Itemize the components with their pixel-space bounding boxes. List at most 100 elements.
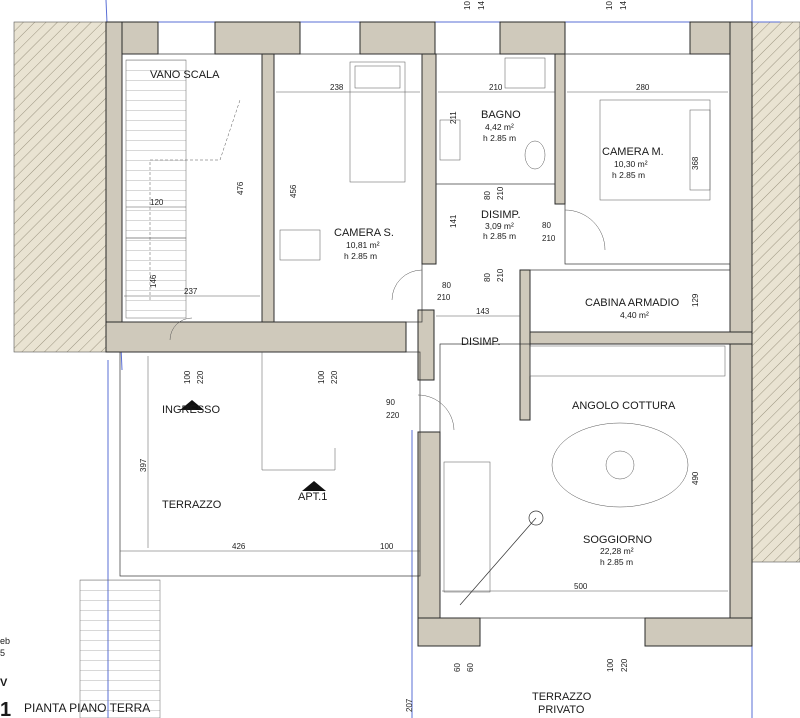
dim-207: 207 [405, 698, 414, 712]
label-angolo-cottura: ANGOLO COTTURA [572, 400, 676, 412]
dim-211: 211 [449, 111, 458, 124]
label-soggiorno: SOGGIORNO [583, 534, 653, 546]
room-outline-soggiorno [439, 343, 731, 619]
dim-100d: 100 [606, 658, 615, 672]
desk-camera-s [279, 229, 321, 261]
door-arc-soggiorno [417, 394, 455, 431]
sink-bagno [504, 57, 546, 89]
stair-treads [125, 59, 187, 239]
sofa [443, 461, 491, 593]
dim-220d: 220 [620, 658, 629, 672]
wall-disimp-left [417, 309, 435, 381]
height-soggiorno: h 2.85 m [600, 557, 633, 567]
dim-141: 141 [449, 214, 458, 228]
label-cabina-armadio: CABINA ARMADIO [585, 297, 680, 309]
wall-soggiorno-bottom-a [417, 617, 481, 647]
dim-top-10b: 10 [605, 1, 614, 10]
wall-camera-bagno [421, 53, 437, 265]
door-arc-disimp [391, 269, 423, 301]
area-cabina-armadio: 4,40 m² [620, 310, 649, 320]
hatched-ground-left [13, 21, 107, 353]
dim-220a: 220 [196, 370, 205, 384]
dining-table [551, 422, 689, 508]
dim-210c: 210 [542, 234, 556, 243]
dim-220b: 220 [330, 370, 339, 384]
lower-stairs [79, 579, 161, 718]
wall-top-b [359, 21, 436, 55]
room-outline-bagno [435, 53, 556, 185]
label-terrazzo: TERRAZZO [162, 499, 222, 511]
wall-left-stair [105, 21, 123, 353]
dim-237: 237 [184, 287, 198, 296]
stair-landing [125, 237, 187, 319]
label-apt: APT.1 [298, 491, 327, 503]
wall-bottom-left [105, 321, 407, 353]
dim-60b: 60 [466, 663, 475, 672]
area-disimp-small: 3,09 m² [485, 221, 514, 231]
label-camera-m: CAMERA M. [602, 146, 664, 158]
dim-210e: 210 [437, 293, 451, 302]
label-bagno: BAGNO [481, 109, 521, 121]
height-bagno: h 2.85 m [483, 133, 516, 143]
dim-456: 456 [289, 184, 298, 198]
label-camera-s: CAMERA S. [334, 227, 394, 239]
height-camera-m: h 2.85 m [612, 170, 645, 180]
dim-146: 146 [149, 274, 158, 288]
dim-100b: 100 [317, 370, 326, 384]
door-arc-ingresso [169, 317, 193, 341]
area-camera-m: 10,30 m² [614, 159, 648, 169]
area-soggiorno: 22,28 m² [600, 546, 634, 556]
hatched-ground-right [751, 21, 800, 563]
label-terrazzo-privato-2: PRIVATO [538, 704, 585, 716]
dim-top-14a: 14 [477, 1, 486, 10]
dim-210d: 210 [496, 268, 505, 282]
room-outline-vano-scala [121, 53, 263, 323]
lamp-arm [459, 517, 537, 606]
toilet-bagno [524, 140, 546, 170]
wall-cabina-left [519, 269, 531, 421]
margin-text-1: eb [0, 636, 10, 646]
margin-text-4: 1 [0, 699, 11, 718]
kitchen-counter [529, 345, 726, 377]
pillow-camera-m [689, 109, 711, 191]
dim-top-14b: 14 [619, 1, 628, 10]
wall-bottom-cabina [519, 331, 753, 345]
room-outline-camera-m [564, 53, 731, 265]
wall-top-c [499, 21, 566, 55]
wall-soggiorno-left [417, 431, 441, 643]
apt-arrow-icon [302, 481, 326, 491]
wall-bagno-cameram [554, 53, 566, 205]
dim-397: 397 [139, 458, 148, 472]
apt-entrance-outline [261, 352, 336, 471]
area-bagno: 4,42 m² [485, 122, 514, 132]
drawing-title: PIANTA PIANO TERRA [24, 701, 150, 715]
shower-bagno [439, 119, 461, 161]
dim-280: 280 [636, 83, 650, 92]
label-disimp: DISIMP. [461, 336, 501, 348]
dim-500: 500 [574, 582, 588, 591]
dim-210b: 210 [496, 186, 505, 200]
dim-60a: 60 [453, 663, 462, 672]
table-centerpiece [605, 450, 635, 480]
label-disimp-small: DISIMP. [481, 209, 521, 221]
door-arc-camera-m [564, 209, 606, 251]
dim-210a: 210 [489, 83, 503, 92]
dim-100c: 100 [380, 542, 394, 551]
wall-top-a [214, 21, 301, 55]
wall-soggiorno-bottom-b [644, 617, 753, 647]
terrazzo-outline [119, 351, 421, 577]
ingresso-arrow-icon [180, 400, 204, 410]
dim-120: 120 [150, 198, 164, 207]
margin-text-3: V [0, 677, 8, 689]
lamp-icon [528, 510, 544, 526]
dim-80c: 80 [483, 273, 492, 282]
dim-220c: 220 [386, 411, 400, 420]
margin-text-2: 5 [0, 648, 5, 658]
dim-426: 426 [232, 542, 246, 551]
pillow-camera-s [354, 65, 401, 89]
dim-368: 368 [691, 156, 700, 170]
dim-80a: 80 [483, 191, 492, 200]
room-outline-cabina [529, 269, 731, 333]
area-camera-s: 10,81 m² [346, 240, 380, 250]
